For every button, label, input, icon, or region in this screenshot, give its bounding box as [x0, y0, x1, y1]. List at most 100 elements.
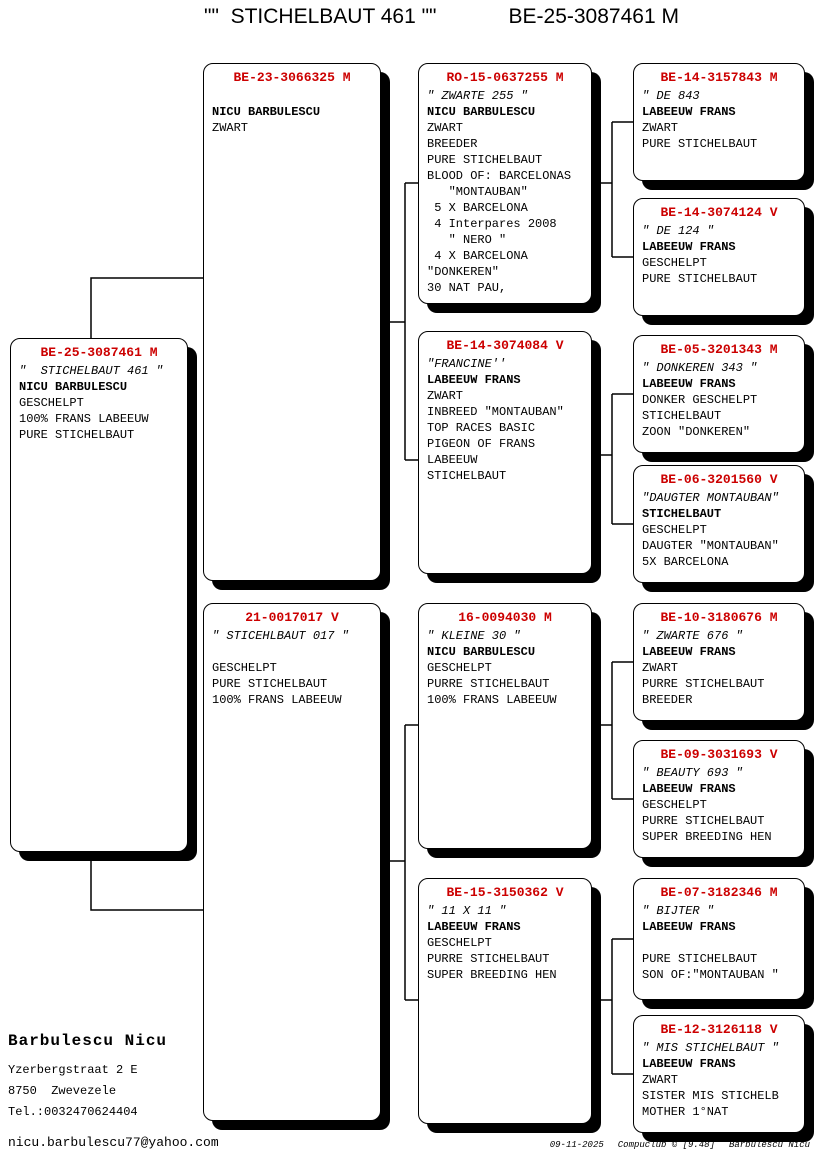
owner-contact-block: Barbulescu Nicu Yzerbergstraat 2 E 8750 …: [8, 1032, 219, 1150]
software-name: Compuclub © [9.48]: [617, 1140, 715, 1150]
breeder-name: NICU BARBULESCU: [427, 105, 536, 119]
ring-number: BE-06-3201560 V: [660, 472, 778, 487]
pedigree-box-ds: 16-0094030 M" KLEINE 30 "NICU BARBULESCU…: [418, 603, 592, 849]
info-line: BREEDER: [642, 693, 693, 707]
info-line: ZWART: [642, 661, 679, 675]
info-line: 30 NAT PAU,: [427, 281, 507, 295]
info-line: LABEEUW: [427, 453, 478, 467]
pedigree-box-dss: BE-10-3180676 M " ZWARTE 676 " LABEEUW FRA…: [633, 603, 805, 721]
breeder-name: STICHELBAUT: [642, 507, 722, 521]
info-line: STICHELBAUT: [642, 409, 722, 423]
info-line: SON OF:"MONTAUBAN ": [642, 968, 779, 982]
pedigree-box-subject: BE-25-3087461 M " STICHELBAUT 461 " NICU B…: [10, 338, 188, 852]
info-line: ZWART: [427, 389, 464, 403]
info-line: PURRE STICHELBAUT: [427, 952, 550, 966]
ring-number: BE-23-3066325 M: [233, 70, 351, 85]
info-line: BREEDER: [427, 137, 478, 151]
pigeon-name: " ZWARTE 676 ": [642, 629, 743, 643]
info-line: ZWART: [642, 121, 679, 135]
breeder-name: LABEEUW FRANS: [427, 373, 521, 387]
info-line: [212, 644, 378, 660]
owner-name: Barbulescu Nicu: [8, 1032, 168, 1050]
pigeon-name: " STICEHLBAUT 017 ": [212, 629, 349, 643]
info-line: SUPER BREEDING HEN: [427, 968, 557, 982]
breeder-name: NICU BARBULESCU: [212, 105, 321, 119]
breeder-name: LABEEUW FRANS: [642, 377, 736, 391]
ring-number: BE-10-3180676 M: [660, 610, 778, 625]
info-line: PURE STICHELBAUT: [642, 272, 758, 286]
connector-sd-to-greatgrandparents: [592, 393, 633, 525]
info-line: GESCHELPT: [642, 798, 707, 812]
pigeon-name: "FRANCINE'': [427, 357, 507, 371]
info-line: 100% FRANS LABEEUW: [427, 693, 557, 707]
info-line: PURE STICHELBAUT: [19, 428, 135, 442]
owner-street: Yzerbergstraat 2 E: [8, 1063, 138, 1077]
info-line: SUPER BREEDING HEN: [642, 830, 772, 844]
info-line: PURRE STICHELBAUT: [427, 677, 550, 691]
breeder-name: LABEEUW FRANS: [642, 240, 736, 254]
info-line: GESCHELPT: [427, 661, 492, 675]
pigeon-name: " STICHELBAUT 461 ": [19, 364, 164, 378]
info-line: 100% FRANS LABEEUW: [212, 693, 342, 707]
pedigree-box-sire: BE-23-3066325 M NICU BARBULESCU ZWART: [203, 63, 381, 581]
info-line: DONKER GESCHELPT: [642, 393, 758, 407]
connector-dam-to-grandparents: [381, 724, 418, 1001]
page-title: "" STICHELBAUT 461 "" BE-25-3087461 M: [204, 5, 679, 29]
pedigree-box-sdd: BE-06-3201560 V "DAUGTER MONTAUBAN" STICHE…: [633, 465, 805, 583]
info-line: PURE STICHELBAUT: [642, 952, 758, 966]
ring-number: BE-05-3201343 M: [660, 342, 778, 357]
printed-by: Barbulescu Nicu: [728, 1140, 810, 1150]
pigeon-name: " MIS STICHELBAUT ": [642, 1041, 779, 1055]
info-line: ZWART: [212, 121, 249, 135]
pigeon-name: " ZWARTE 255 ": [427, 89, 528, 103]
pedigree-box-dsd: BE-09-3031693 V" BEAUTY 693 "LABEEUW FRA…: [633, 740, 805, 858]
info-line: PURE STICHELBAUT: [212, 677, 328, 691]
info-line: GESCHELPT: [642, 523, 707, 537]
ring-number: 16-0094030 M: [458, 610, 552, 625]
connector-ss-to-greatgrandparents: [592, 121, 633, 258]
connector-dd-to-greatgrandparents: [592, 938, 633, 1075]
pigeon-name: " DE 124 ": [642, 224, 715, 238]
owner-phone: Tel.:0032470624404: [8, 1105, 138, 1119]
info-line: GESCHELPT: [427, 936, 492, 950]
pigeon-name: "DAUGTER MONTAUBAN": [642, 491, 779, 505]
pedigree-box-dam: 21-0017017 V" STICEHLBAUT 017 "GESCHELPT…: [203, 603, 381, 1121]
pigeon-name: " DE 843: [642, 89, 700, 103]
breeder-name: LABEEUW FRANS: [642, 1057, 736, 1071]
info-line: "MONTAUBAN": [427, 185, 528, 199]
info-line: ZWART: [642, 1073, 679, 1087]
breeder-name: LABEEUW FRANS: [427, 920, 521, 934]
info-line: 5 X BARCELONA: [427, 201, 528, 215]
info-line: STICHELBAUT: [427, 469, 507, 483]
ring-number: BE-14-3074084 V: [446, 338, 564, 353]
info-line: 4 Interpares 2008: [427, 217, 557, 231]
pigeon-name: " BEAUTY 693 ": [642, 766, 743, 780]
breeder-name: NICU BARBULESCU: [19, 380, 128, 394]
ring-number: RO-15-0637255 M: [446, 70, 564, 85]
ring-number: BE-12-3126118 V: [660, 1022, 778, 1037]
info-line: BLOOD OF: BARCELONAS: [427, 169, 572, 183]
info-line: DAUGTER "MONTAUBAN": [642, 539, 779, 553]
breeder-name: LABEEUW FRANS: [642, 782, 736, 796]
title-ring-number: BE-25-3087461 M: [508, 5, 679, 28]
info-line: PURRE STICHELBAUT: [642, 814, 765, 828]
info-line: ZOON "DONKEREN": [642, 425, 751, 439]
ring-number: BE-25-3087461 M: [40, 345, 158, 360]
info-line: 100% FRANS LABEEUW: [19, 412, 149, 426]
breeder-name: LABEEUW FRANS: [642, 645, 736, 659]
pedigree-box-sd: BE-14-3074084 V "FRANCINE'' LABEEUW FRANS Z…: [418, 331, 592, 574]
info-line: "DONKEREN": [427, 265, 500, 279]
breeder-name: LABEEUW FRANS: [642, 920, 736, 934]
info-line: 4 X BARCELONA: [427, 249, 528, 263]
info-line: TOP RACES BASIC: [427, 421, 536, 435]
info-line: [642, 935, 802, 951]
owner-city: 8750 Zwevezele: [8, 1084, 117, 1098]
info-line: MOTHER 1°NAT: [642, 1105, 729, 1119]
print-info-line: 09-11-2025 Compuclub © [9.48] Barbulescu…: [550, 1140, 810, 1150]
print-date: 09-11-2025: [549, 1140, 604, 1150]
